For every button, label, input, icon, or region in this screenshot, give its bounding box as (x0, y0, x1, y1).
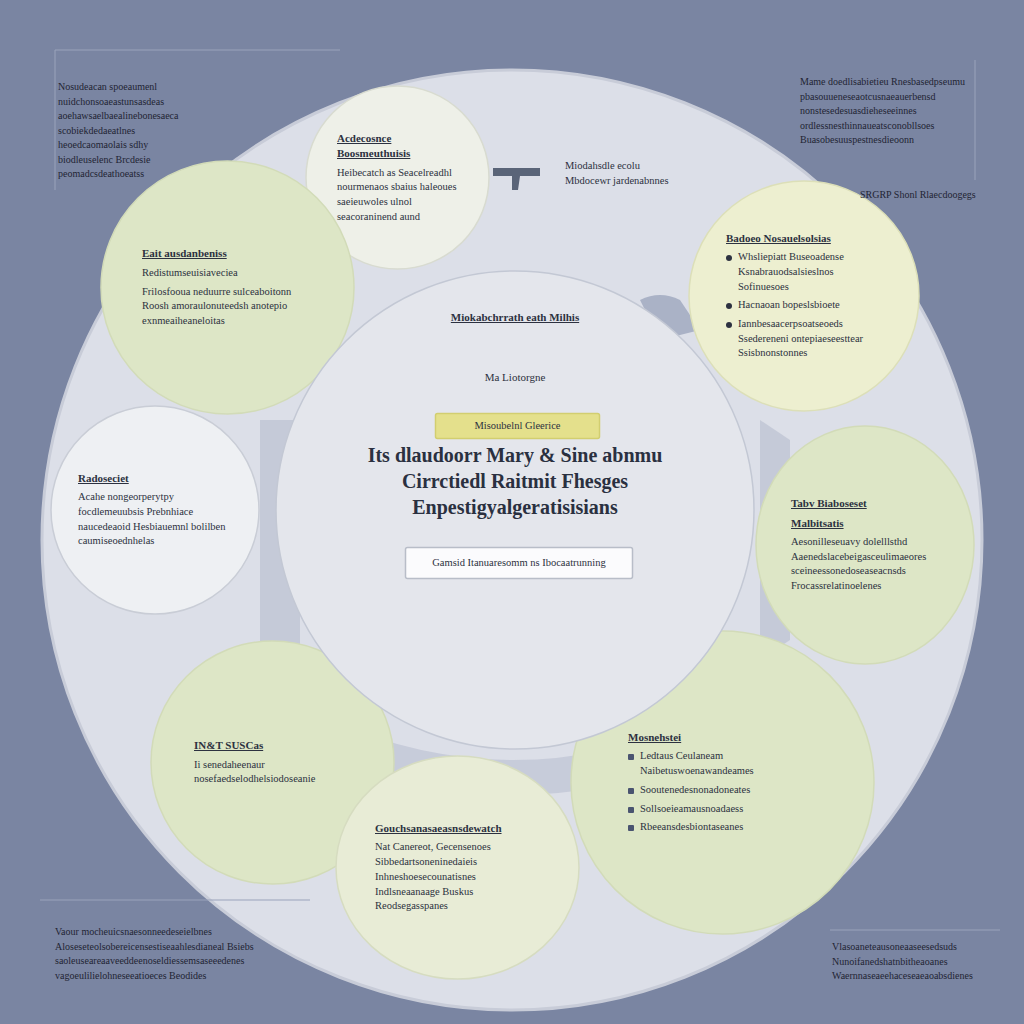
node-body: Aesonilleseuavy dolelllsthd Aaenedslaceb… (791, 535, 939, 594)
frame-line (975, 60, 976, 180)
node-content: GouchsanasaeasnsdewatchNat Canereot, Gec… (375, 795, 540, 940)
node-body: Misoubelnl Gleerice (439, 419, 596, 434)
bullet-mark (726, 255, 732, 261)
main-title: Its dlaudoorr Mary & Sine abnmu Cirrctie… (325, 442, 705, 520)
node-fill (276, 271, 754, 749)
note-text: Nosudeacan spoeaumenl nuidchonsoaeastuns… (58, 80, 198, 182)
node-body: Redistumseuisiaveciea (142, 266, 313, 281)
node-body: Gamsid Itanuaresomm ns Ibocaatrunning (409, 556, 629, 571)
node-content: IN&T SUSCas Ii senedaheenaur nosefaedselo… (194, 684, 351, 841)
node-fill (689, 181, 919, 411)
note-text: Mame doedlisabietieu Rnesbasedpseumu pba… (800, 75, 1010, 148)
node-body: Hacnaoan bopeslsbioete (726, 298, 882, 313)
node-content: Acdecosnce BoosmeuthuisisHeibecatch as S… (337, 117, 458, 238)
bullet-mark (628, 807, 634, 813)
bullet-mark (726, 322, 732, 328)
node-fill (101, 161, 354, 414)
node-content: Tabv BiabosesetMalbitsatisAesonilleseuav… (791, 461, 939, 629)
node-heading: Badoeo Nosauelsolsias (726, 231, 882, 246)
topic-circle: Badoeo NosauelsolsiasWhsliepiatt Buseoad… (688, 180, 920, 412)
node-body: Sollsoeieamausnoadaess (628, 802, 817, 817)
frame-line (55, 50, 340, 51)
node-fill (756, 426, 974, 664)
node-heading: Malbitsatis (791, 516, 939, 531)
label-box: Gamsid Itanuaresomm ns Ibocaatrunning (405, 547, 633, 579)
node-heading: Mosnehstei (628, 730, 817, 745)
node-heading: Eait ausdanbeniss (142, 246, 313, 261)
node-outline (688, 180, 920, 412)
node-body: Sooutenedesnonadoneates (628, 783, 817, 798)
node-fill (436, 414, 600, 439)
node-body: Iannbesaacerpsoatseoeds Ssedereneni onte… (726, 317, 882, 361)
frame-line (40, 900, 310, 901)
node-heading: Gouchsanasaeasnsdewatch (375, 821, 540, 836)
bullet-mark (628, 788, 634, 794)
node-heading: IN&T SUSCas (194, 738, 351, 753)
topic-circle: Tabv BiabosesetMalbitsatisAesonilleseuav… (755, 425, 975, 665)
node-body: Frilosfooua neduurre sulceaboitonn Roosh… (142, 285, 313, 329)
frame-line (830, 930, 1000, 931)
node-content: Eait ausdanbenissRedistumseuisiavecieaFr… (142, 202, 313, 373)
topic-circle: Miokabchrrath eath Milhis Ma LiotorgneIts… (275, 270, 755, 750)
outer-ring-edge (42, 70, 982, 1010)
node-content: Badoeo NosauelsolsiasWhsliepiatt Buseoad… (726, 218, 882, 374)
node-content: MosnehsteiLedtaus Ceulaneam Naibetuswoen… (628, 688, 817, 877)
node-heading: Radoseciet (78, 471, 232, 486)
outer-ring (42, 70, 982, 1010)
node-outline (335, 755, 580, 980)
node-body: Heibecatch as Seacelreadhl nourmenaos sb… (337, 166, 458, 225)
topic-circle: GouchsanasaeasnsdewatchNat Canereot, Gec… (335, 755, 580, 980)
node-body: Whsliepiatt Buseoadense Ksnabrauodsalsie… (726, 250, 882, 294)
node-body: Ledtaus Ceulaneam Naibetuswoenawandeames (628, 749, 817, 778)
node-content: Gamsid Itanuaresomm ns Ibocaatrunning (409, 551, 629, 575)
center-text: Miokabchrrath eath Milhis (365, 310, 665, 325)
bullet-mark (726, 303, 732, 309)
node-fill (51, 406, 259, 614)
node-heading: Tabv Biaboseset (791, 496, 939, 511)
node-body: Acahe nongeorperytpy focdlemeuubsis Preb… (78, 490, 232, 549)
topic-circle: RadosecietAcahe nongeorperytpy focdlemeu… (50, 405, 260, 615)
note-text: Miodahsdle ecolu Mbdocewr jardenabnnes (565, 158, 685, 188)
bullet-mark (628, 825, 634, 831)
note-text: Vlasoaneteausoneaaseesedsuds Nunoifaneds… (832, 940, 1012, 984)
node-body: Ii senedaheenaur nosefaedselodhelsiodose… (194, 758, 351, 787)
node-fill (336, 756, 579, 979)
label-box: Misoubelnl Gleerice (435, 413, 600, 439)
note-text: SRGRP Shonl Rlaecdoogegs (860, 188, 1010, 203)
node-content: RadosecietAcahe nongeorperytpy focdlemeu… (78, 433, 232, 587)
node-body: Rbeeansdesbiontaseanes (628, 820, 817, 835)
center-text: Ma Liotorgne (415, 370, 615, 385)
pin-icon (493, 168, 540, 190)
node-heading: Acdecosnce Boosmeuthuisis (337, 131, 458, 162)
note-text: Vaour mocheuicsnaesonneedeseielbnes Alos… (55, 925, 315, 983)
bullet-mark (628, 754, 634, 760)
node-body: Nat Canereot, Gecensenoes Sibbedartsonen… (375, 840, 540, 913)
node-fill (406, 548, 633, 579)
node-content: Misoubelnl Gleerice (439, 417, 596, 435)
frame-line (55, 50, 56, 190)
